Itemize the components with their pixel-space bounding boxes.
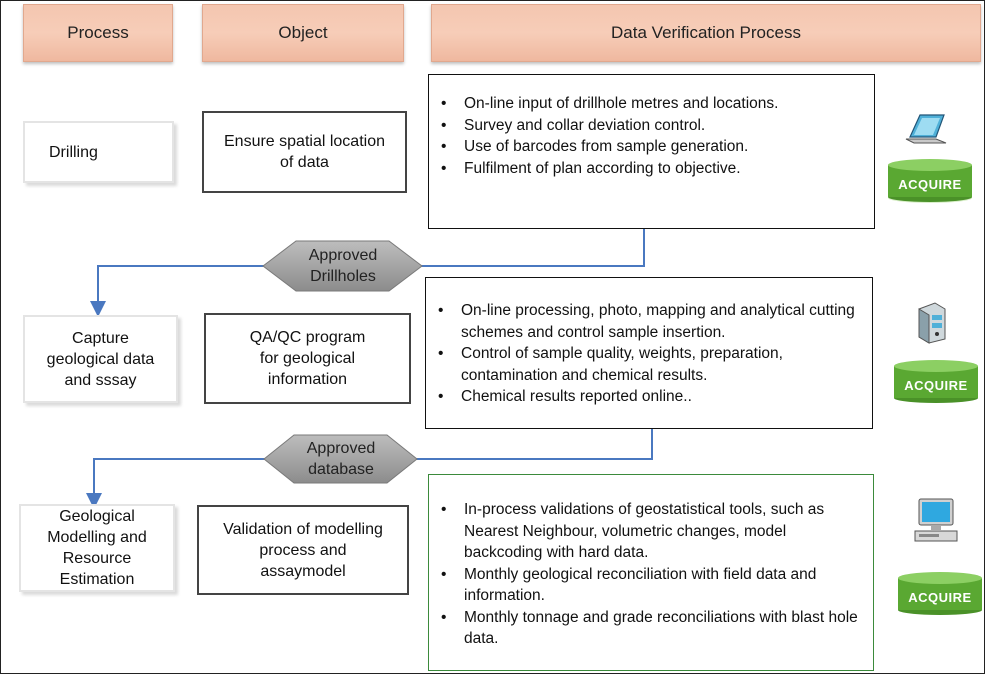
verification-box-capture: On-line processing, photo, mapping and a… [425,277,873,429]
gate-line: database [308,461,374,478]
process-line: geological data [46,350,155,368]
column-header-verification-text: Data Verification Process [611,23,801,42]
acquire-cylinder-shape [894,360,978,403]
verification-item: Survey and collar deviation control. [441,115,864,137]
verification-list: In-process validations of geostatistical… [441,499,863,650]
acquire-label: ACQUIRE [908,590,972,605]
desktop-computer-icon [914,498,958,542]
process-line: and sssay [64,371,137,389]
process-box-drilling: Drilling [23,121,174,183]
process-line: Geological [59,508,135,525]
gate-line: Approved [306,440,376,457]
acquire-cylinder-shape [898,572,982,615]
process-box-modelling: Geological Modelling and Resource Estima… [19,504,175,592]
object-box-text: Validation of modelling process and assa… [223,519,383,582]
approval-gate-shape-2 [263,434,418,484]
process-box-text: Drilling [49,142,98,163]
laptop-icon [905,114,947,144]
object-line: Validation of modelling [223,520,383,538]
process-line: Drilling [49,143,98,161]
acquire-cylinder-shape [888,159,972,203]
verification-item: Chemical results reported online.. [438,386,862,408]
object-line: Ensure spatial location [224,133,385,150]
column-header-process-text: Process [67,23,129,42]
acquire-cylinder: ACQUIRE [897,571,983,617]
verification-item: On-line input of drillhole metres and lo… [441,93,864,115]
gate-label: Approved database [307,438,376,480]
process-line: Capture [72,329,129,347]
object-box-qaqc: QA/QC program for geological information [204,313,411,404]
process-box-text: Capture geological data and sssay [47,328,155,391]
verification-box-drilling: On-line input of drillhole metres and lo… [428,74,875,229]
object-line: for geological [259,350,356,367]
object-box-spatial-location: Ensure spatial location of data [202,111,407,193]
verification-list: On-line processing, photo, mapping and a… [438,300,862,408]
gate-line: Approved [308,247,378,264]
object-line: assaymodel [260,562,346,580]
object-box-text: Ensure spatial location of data [224,131,385,173]
object-box-text: QA/QC program for geological information [250,327,366,390]
acquire-cylinder: ACQUIRE [887,158,973,204]
process-box-text: Geological Modelling and Resource Estima… [47,506,147,590]
object-line: process and [259,541,347,559]
approved-drillholes-gate: Approved Drillholes [291,243,395,289]
object-line: of data [280,154,329,171]
column-header-object: Object [202,4,404,62]
verification-item: Fulfilment of plan according to objectiv… [441,158,864,180]
acquire-label: ACQUIRE [904,378,968,393]
approval-gate-shape-1 [262,240,423,292]
gate-label: Approved Drillholes [309,245,378,287]
verification-item: Use of barcodes from sample generation. [441,136,864,158]
verification-item: In-process validations of geostatistical… [441,499,863,564]
process-line: Resource [62,550,132,567]
process-box-capture-data: Capture geological data and sssay [23,315,178,403]
verification-item: On-line processing, photo, mapping and a… [438,300,862,343]
acquire-cylinder: ACQUIRE [893,359,979,405]
object-line: QA/QC program [249,329,366,346]
object-line: information [267,371,348,388]
process-line: Modelling and [47,529,147,546]
verification-item: Control of sample quality, weights, prep… [438,343,862,386]
verification-item: Monthly geological reconciliation with f… [441,564,863,607]
server-icon [918,302,946,344]
object-box-validation: Validation of modelling process and assa… [197,505,409,595]
column-header-verification: Data Verification Process [431,4,981,62]
gate-line: Drillholes [310,268,376,285]
process-line: Estimation [59,571,135,588]
approved-database-gate: Approved database [289,437,393,481]
column-header-object-text: Object [278,23,328,42]
column-header-process: Process [23,4,173,62]
acquire-label: ACQUIRE [898,177,962,192]
verification-item: Monthly tonnage and grade reconciliation… [441,607,863,650]
verification-list: On-line input of drillhole metres and lo… [441,93,864,179]
verification-box-modelling: In-process validations of geostatistical… [428,474,874,671]
